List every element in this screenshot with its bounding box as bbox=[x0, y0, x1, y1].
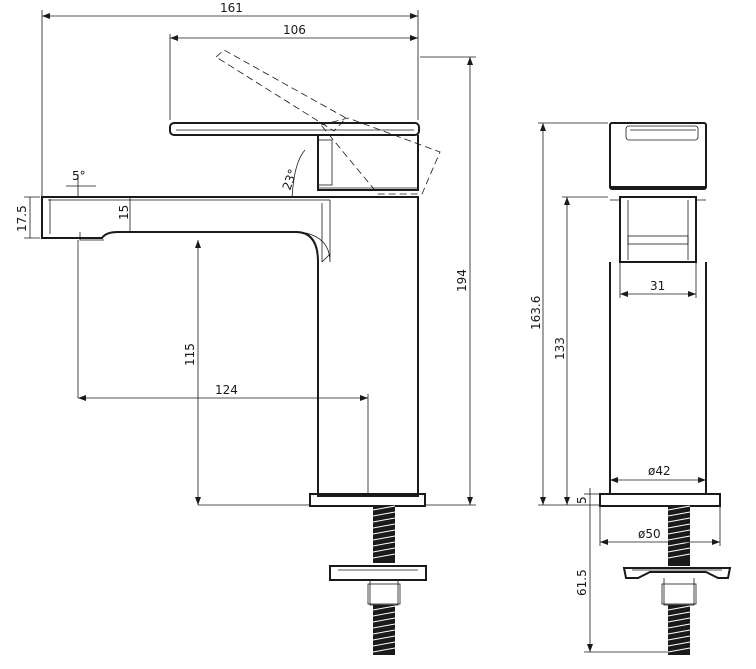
dim-handle-length: 106 bbox=[169, 23, 418, 120]
dim-height-to-handle-label: 163.6 bbox=[529, 296, 543, 330]
dim-overall-height: 194 bbox=[420, 56, 476, 506]
front-threaded-rod bbox=[667, 505, 691, 655]
dim-body-width: 31 bbox=[619, 262, 697, 298]
dim-spout-clearance: 115 bbox=[183, 240, 310, 506]
dim-spout-angle-label: 5° bbox=[72, 169, 86, 183]
front-view: 31 ø42 ø50 163.6 133 bbox=[529, 122, 732, 655]
dim-overall-length: 161 bbox=[41, 1, 419, 197]
front-handle bbox=[609, 122, 707, 190]
dim-overall-length-label: 161 bbox=[220, 1, 243, 15]
dim-spout-end-height: 17.5 bbox=[15, 196, 40, 239]
front-base bbox=[599, 493, 721, 507]
dim-height-to-handle: 163.6 bbox=[529, 122, 608, 506]
dim-body-diameter-label: ø42 bbox=[648, 464, 671, 478]
dim-spout-clearance-label: 115 bbox=[183, 343, 197, 366]
side-mounting-bracket bbox=[329, 565, 427, 606]
side-threaded-rod bbox=[372, 505, 396, 655]
dim-spout-thickness-label: 15 bbox=[117, 205, 131, 220]
dim-spout-angle: 5° bbox=[66, 169, 96, 196]
dim-body-width-label: 31 bbox=[650, 279, 665, 293]
dim-shank-length-label: 61.5 bbox=[575, 569, 589, 596]
dim-spout-reach-label: 124 bbox=[215, 383, 238, 397]
dim-body-diameter: ø42 bbox=[610, 464, 706, 483]
front-body bbox=[609, 196, 707, 495]
dim-spout-reach: 124 bbox=[77, 240, 369, 496]
dim-base-thickness: 5 bbox=[575, 488, 600, 512]
dim-base-thickness-label: 5 bbox=[575, 496, 589, 504]
spout bbox=[41, 196, 419, 497]
dim-height-to-spout: 133 bbox=[553, 196, 608, 505]
handle-lever bbox=[169, 122, 420, 191]
dim-spout-end-height-label: 17.5 bbox=[15, 205, 29, 232]
dim-handle-length-label: 106 bbox=[283, 23, 306, 37]
handle-lifted-outline bbox=[215, 49, 441, 195]
dim-base-diameter: ø50 bbox=[599, 506, 721, 546]
dim-base-diameter-label: ø50 bbox=[638, 527, 661, 541]
side-base bbox=[309, 493, 426, 507]
handle-angle-arc bbox=[291, 149, 306, 199]
dim-shank-length: 61.5 bbox=[575, 512, 668, 653]
dim-overall-height-label: 194 bbox=[455, 269, 469, 292]
dim-height-to-spout-label: 133 bbox=[553, 337, 567, 360]
dim-spout-thickness: 15 bbox=[117, 197, 131, 232]
handle-angle-label: 23° bbox=[280, 167, 300, 192]
side-view: 23° bbox=[15, 1, 476, 655]
front-mounting-bracket bbox=[622, 567, 732, 606]
